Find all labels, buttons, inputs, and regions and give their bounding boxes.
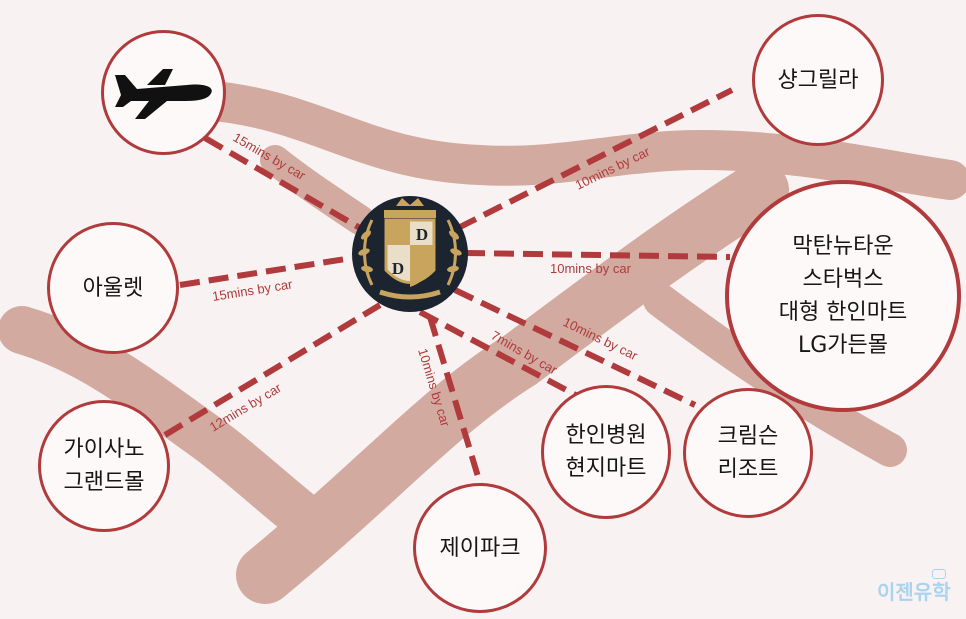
- route-casino: [163, 302, 382, 438]
- travel-time-mactan: 10mins by car: [550, 261, 632, 276]
- node-jpark: 제이파크: [413, 483, 547, 613]
- route-outlet: [179, 255, 353, 288]
- label-shangrila: 샹그릴라: [777, 67, 859, 93]
- label-jpark: 제이파크: [439, 535, 521, 561]
- node-mactan: 막탄뉴타운 스타벅스 대형 한인마트 LG가든몰: [725, 180, 961, 412]
- node-casino: 가이사노 그랜드몰: [38, 400, 170, 532]
- label-outlet: 아울렛: [82, 275, 144, 301]
- road-upper: [185, 80, 966, 200]
- label-mactan-4: LG가든몰: [797, 333, 889, 358]
- school-emblem: D D: [352, 196, 468, 312]
- label-casino-2: 그랜드몰: [63, 470, 145, 495]
- road-short: [260, 145, 375, 235]
- label-casino-1: 가이사노: [63, 437, 145, 462]
- emblem-letter-top: D: [416, 225, 428, 244]
- label-mactan-3: 대형 한인마트: [778, 300, 908, 325]
- watermark-logo-mark: [932, 569, 946, 579]
- route-airport: [203, 135, 362, 231]
- label-hospital-2: 현지마트: [565, 456, 647, 481]
- route-hospital: [418, 309, 587, 403]
- node-shangrila: 샹그릴라: [752, 14, 884, 146]
- label-mactan-2: 스타벅스: [802, 267, 884, 292]
- watermark-text: 이젠유학: [877, 580, 951, 604]
- label-crimson-2: 리조트: [717, 457, 779, 482]
- node-hospital: 한인병원 현지마트: [541, 385, 671, 519]
- node-airport: [101, 30, 226, 155]
- route-shangrila: [456, 87, 734, 231]
- label-mactan-1: 막탄뉴타운: [792, 234, 894, 259]
- road-diagonal: [236, 161, 789, 604]
- airplane-icon: [114, 68, 212, 119]
- route-jpark: [427, 316, 485, 491]
- route-mactan: [464, 250, 731, 260]
- label-crimson-1: 크림슨: [717, 424, 779, 449]
- node-crimson: 크림슨 리조트: [683, 388, 813, 518]
- route-crimson: [453, 287, 697, 408]
- emblem-letter-bottom: D: [392, 259, 404, 278]
- node-outlet: 아울렛: [47, 222, 179, 354]
- road-left: [0, 306, 344, 554]
- label-hospital-1: 한인병원: [565, 423, 647, 448]
